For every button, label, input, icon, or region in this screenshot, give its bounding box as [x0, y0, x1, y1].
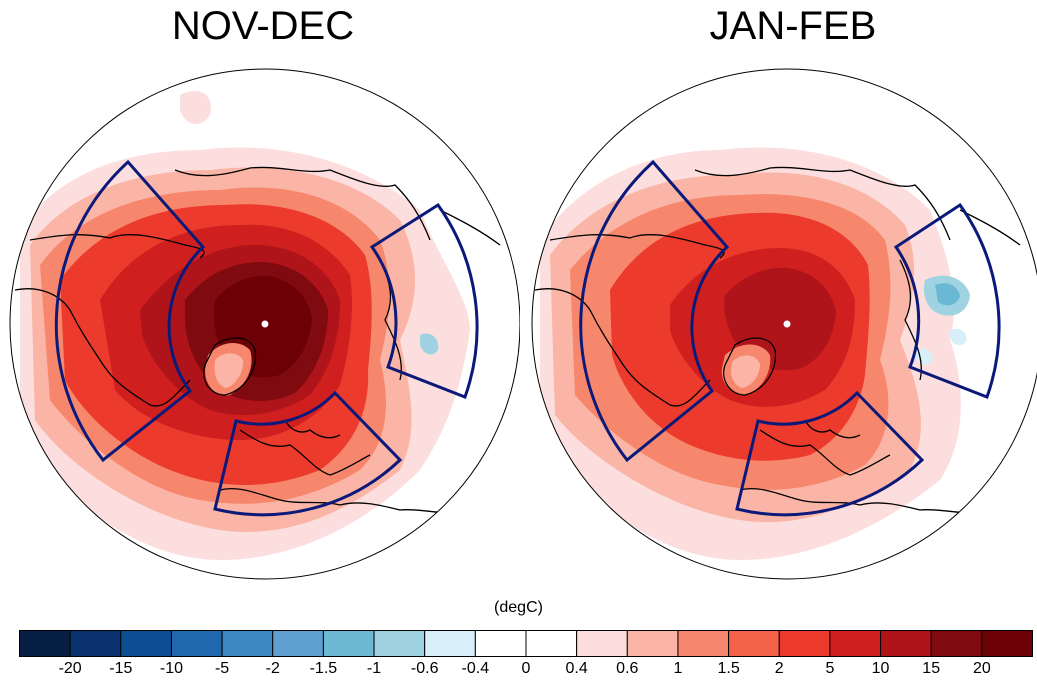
region-box-europe: [735, 390, 925, 517]
colorbar-tick-label: -10: [159, 660, 183, 677]
colorbar-tick-label: 5: [825, 660, 835, 677]
colorbar-swatch: [880, 630, 932, 657]
analysis-regions: [54, 159, 479, 517]
colorbar-tick-label: 20: [972, 660, 991, 677]
colorbar-tick-label: 0.4: [565, 660, 588, 677]
colorbar-swatch: [728, 630, 780, 657]
region-box-siberia: [893, 202, 1001, 399]
colorbar-swatch: [626, 630, 679, 657]
colorbar-swatch: [322, 630, 375, 657]
temperature-anomaly-field: [540, 147, 970, 560]
colorbar-units-label: (degC): [494, 599, 543, 616]
colorbar-swatch: [272, 630, 324, 657]
colorbar-tick-labels: -20 -15 -10 -5 -2 -1.5 -1 -0.6 -0.4 0 0.4 0.6 1 1.5 2 5…: [0, 660, 1037, 680]
colorbar-swatch: [677, 630, 730, 657]
colorbar-tick-label: -0.6: [410, 660, 439, 677]
colorbar-tick-label: 0: [521, 660, 531, 677]
colorbar-tick-label: -1: [366, 660, 382, 677]
colorbar-tick-label: -5: [214, 660, 230, 677]
colorbar-tick-label: -2: [265, 660, 280, 677]
north-pole-marker: [261, 320, 269, 328]
colorbar-tick-label: -0.4: [461, 660, 490, 677]
colorbar-swatch: [576, 630, 628, 657]
polar-map-nov-dec: [9, 68, 520, 580]
colorbar-swatch: [778, 630, 831, 657]
polar-map-jan-feb: [531, 68, 1037, 580]
colorbar-swatch: [930, 630, 983, 657]
colorbar-tick-label: -1.5: [309, 660, 338, 677]
region-box-north-america: [54, 159, 206, 463]
colorbar-swatch: [221, 630, 274, 657]
map-boundary: [9, 68, 520, 580]
colorbar-swatch: [981, 630, 1033, 657]
colorbar-swatch: [120, 630, 172, 657]
colorbar-tick-label: 1.5: [717, 660, 740, 677]
colorbar-tick-label: 1: [673, 660, 683, 677]
colorbar-swatch: [474, 630, 527, 657]
panel-title-nov-dec: NOV-DEC: [171, 4, 355, 48]
map-boundary: [531, 68, 1037, 580]
region-box-europe: [213, 390, 403, 517]
colorbar: [19, 630, 1033, 657]
colorbar-swatch: [19, 630, 71, 657]
colorbar-tick-label: 0.6: [616, 660, 639, 677]
colorbar-swatch: [829, 630, 882, 657]
north-pole-marker: [783, 320, 791, 328]
colorbar-swatch: [525, 630, 578, 657]
colorbar-tick-label: 2: [774, 660, 784, 677]
colorbar-tick-label: 10: [871, 660, 890, 677]
panel-title-jan-feb: JAN-FEB: [709, 4, 877, 48]
region-box-north-america: [579, 159, 730, 463]
colorbar-tick-label: 15: [922, 660, 941, 677]
colorbar-swatch: [69, 630, 122, 657]
region-box-siberia: [369, 202, 479, 399]
colorbar-tick-label: -20: [58, 660, 82, 677]
colorbar-swatch: [373, 630, 426, 657]
colorbar-swatch: [424, 630, 476, 657]
colorbar-tick-label: -15: [109, 660, 133, 677]
colorbar-swatch: [170, 630, 223, 657]
analysis-regions: [579, 159, 1001, 517]
